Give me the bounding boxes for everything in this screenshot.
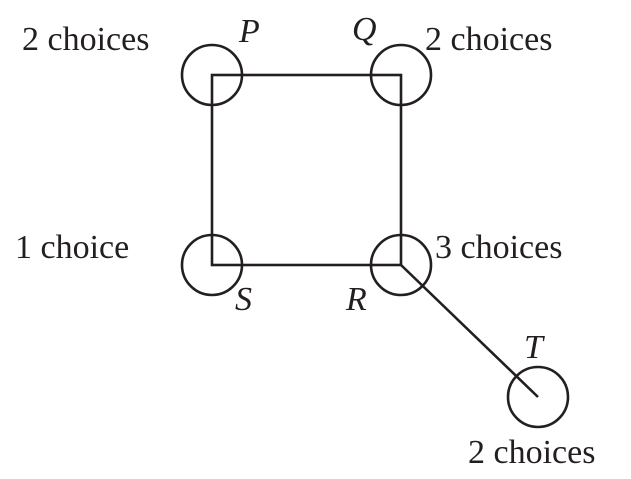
edge-r-t bbox=[400, 264, 539, 398]
node-q-circle bbox=[369, 43, 433, 107]
node-s-label: 1 choice bbox=[15, 229, 129, 266]
node-r-name: R bbox=[345, 281, 367, 318]
node-p-label: 2 choices bbox=[22, 21, 149, 58]
node-r-label: 3 choices bbox=[435, 229, 562, 266]
square-path bbox=[210, 73, 403, 267]
node-t-circle bbox=[506, 365, 570, 429]
node-p-name: P bbox=[238, 13, 260, 50]
node-r-circle bbox=[369, 233, 433, 297]
node-t-name: T bbox=[524, 329, 545, 366]
node-s-name: S bbox=[235, 281, 252, 318]
node-q-name: Q bbox=[352, 11, 377, 48]
node-s-circle bbox=[180, 233, 244, 297]
node-t-label: 2 choices bbox=[468, 434, 595, 471]
node-q-label: 2 choices bbox=[425, 21, 552, 58]
node-p-circle bbox=[180, 43, 244, 107]
